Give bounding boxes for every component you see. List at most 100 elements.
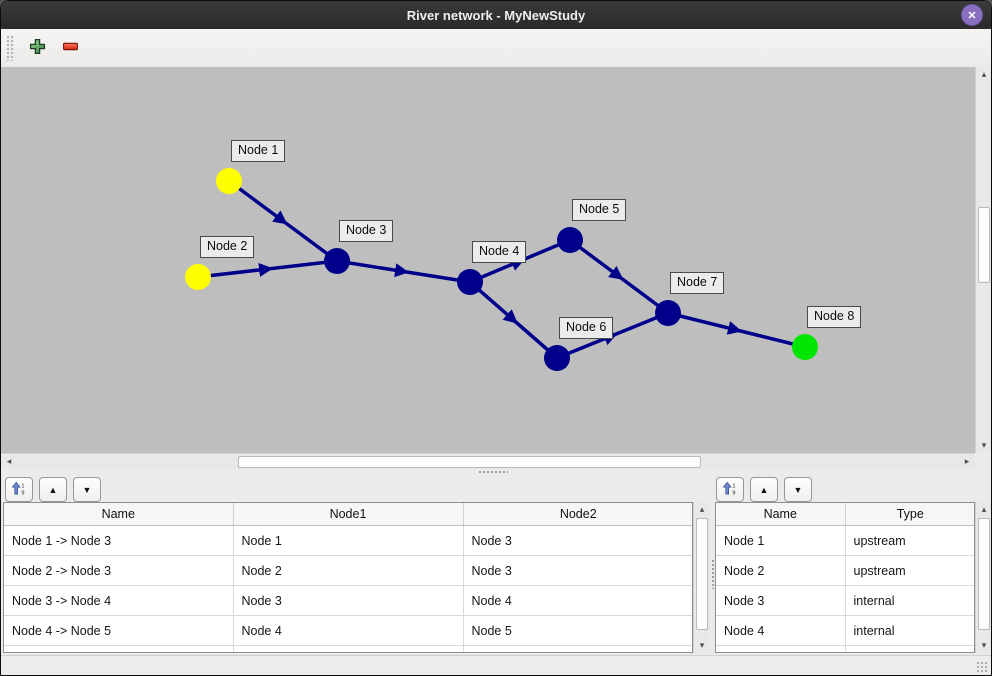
reaches-move-up-button[interactable]: ▲ xyxy=(39,477,67,502)
scroll-up-icon[interactable]: ▴ xyxy=(699,504,705,514)
node-cell[interactable] xyxy=(716,645,846,652)
river-reach-edge[interactable] xyxy=(336,259,471,284)
reach-column-header[interactable]: Node1 xyxy=(233,503,464,526)
vertical-splitter[interactable] xyxy=(710,474,715,655)
resize-grip-icon[interactable] xyxy=(976,661,988,673)
scroll-down-icon[interactable]: ▾ xyxy=(981,640,987,650)
reaches-move-down-button[interactable]: ▼ xyxy=(73,477,101,502)
reaches-scroll-thumb[interactable] xyxy=(696,518,708,630)
node-column-header[interactable]: Name xyxy=(716,503,846,526)
scroll-left-icon[interactable]: ◂ xyxy=(6,456,12,466)
node-cell[interactable]: Node 1 xyxy=(716,525,846,556)
canvas-vscroll-thumb[interactable] xyxy=(978,207,990,283)
node-row[interactable] xyxy=(716,645,974,652)
network-node[interactable] xyxy=(792,334,818,360)
network-node[interactable] xyxy=(216,168,242,194)
canvas-vscrollbar[interactable]: ▴ ▾ xyxy=(975,67,991,453)
circle-x-icon: ✕ xyxy=(967,9,977,22)
reaches-toolbar: 1 9 ▲ ▼ xyxy=(5,477,107,502)
window-title: River network - MyNewStudy xyxy=(406,7,586,23)
svg-text:1: 1 xyxy=(21,484,24,490)
network-node[interactable] xyxy=(185,264,211,290)
node-label: Node 2 xyxy=(200,236,255,258)
river-reach-edge[interactable] xyxy=(227,179,339,263)
triangle-up-icon: ▲ xyxy=(759,484,769,495)
node-cell[interactable]: internal xyxy=(845,585,974,616)
scroll-up-icon[interactable]: ▴ xyxy=(981,504,987,514)
reaches-table-scrollbar[interactable]: ▴ ▾ xyxy=(693,502,710,653)
scroll-down-icon[interactable]: ▾ xyxy=(699,640,705,650)
reach-cell[interactable]: Node 2 xyxy=(233,555,464,586)
toolbar-drag-handle[interactable] xyxy=(6,35,15,61)
nodes-sort-button[interactable]: 1 9 xyxy=(716,477,744,502)
reach-cell[interactable]: Node 5 xyxy=(463,615,692,646)
reach-cell[interactable]: Node 3 xyxy=(233,585,464,616)
reach-cell[interactable] xyxy=(4,645,234,652)
green-plus-icon xyxy=(29,38,46,58)
reach-cell[interactable]: Node 3 xyxy=(463,525,692,556)
reach-cell[interactable]: Node 4 xyxy=(463,585,692,616)
close-button[interactable]: ✕ xyxy=(961,4,983,26)
scroll-down-icon[interactable]: ▾ xyxy=(981,440,987,450)
network-node[interactable] xyxy=(324,248,350,274)
network-node[interactable] xyxy=(655,300,681,326)
reach-column-header[interactable]: Name xyxy=(4,503,234,526)
node-cell[interactable]: upstream xyxy=(845,525,974,556)
scroll-up-icon[interactable]: ▴ xyxy=(981,69,987,79)
canvas-hscrollbar[interactable]: ◂ ▸ xyxy=(1,453,975,470)
river-reach-edge[interactable] xyxy=(468,280,559,360)
remove-button[interactable] xyxy=(56,34,84,62)
canvas-hscroll-thumb[interactable] xyxy=(238,456,701,468)
river-reach-edge[interactable] xyxy=(197,259,338,279)
node-label: Node 7 xyxy=(670,272,725,294)
node-cell[interactable]: Node 3 xyxy=(716,585,846,616)
nodes-move-up-button[interactable]: ▲ xyxy=(750,477,778,502)
reach-cell[interactable]: Node 2 -> Node 3 xyxy=(4,555,234,586)
network-node[interactable] xyxy=(544,345,570,371)
node-label: Node 4 xyxy=(472,241,527,263)
reach-cell[interactable]: Node 3 xyxy=(463,555,692,586)
reaches-sort-button[interactable]: 1 9 xyxy=(5,477,33,502)
node-cell[interactable]: internal xyxy=(845,615,974,646)
node-cell[interactable]: Node 4 xyxy=(716,615,846,646)
node-column-header[interactable]: Type xyxy=(845,503,974,526)
reach-cell[interactable]: Node 4 xyxy=(233,615,464,646)
reach-column-header[interactable]: Node2 xyxy=(463,503,692,526)
reach-cell[interactable]: Node 1 xyxy=(233,525,464,556)
nodes-move-down-button[interactable]: ▼ xyxy=(784,477,812,502)
network-node[interactable] xyxy=(557,227,583,253)
node-cell[interactable]: Node 2 xyxy=(716,555,846,586)
network-node[interactable] xyxy=(457,269,483,295)
river-reach-edge[interactable] xyxy=(667,311,806,349)
nodes-table-scrollbar[interactable]: ▴ ▾ xyxy=(975,502,991,653)
node-cell[interactable] xyxy=(845,645,974,652)
horizontal-splitter[interactable] xyxy=(1,469,991,474)
reach-cell[interactable] xyxy=(463,645,692,652)
reach-cell[interactable]: Node 1 -> Node 3 xyxy=(4,525,234,556)
add-button[interactable] xyxy=(23,34,51,62)
reach-cell[interactable]: Node 4 -> Node 5 xyxy=(4,615,234,646)
titlebar[interactable]: River network - MyNewStudy ✕ xyxy=(1,1,991,29)
triangle-down-icon: ▼ xyxy=(82,484,92,495)
reach-row[interactable] xyxy=(4,645,692,652)
node-cell[interactable]: upstream xyxy=(845,555,974,586)
nodes-scroll-thumb[interactable] xyxy=(978,518,990,630)
river-reach-edge[interactable] xyxy=(568,238,670,315)
scroll-right-icon[interactable]: ▸ xyxy=(964,456,970,466)
reach-cell[interactable] xyxy=(233,645,464,652)
reach-cell[interactable]: Node 3 -> Node 4 xyxy=(4,585,234,616)
